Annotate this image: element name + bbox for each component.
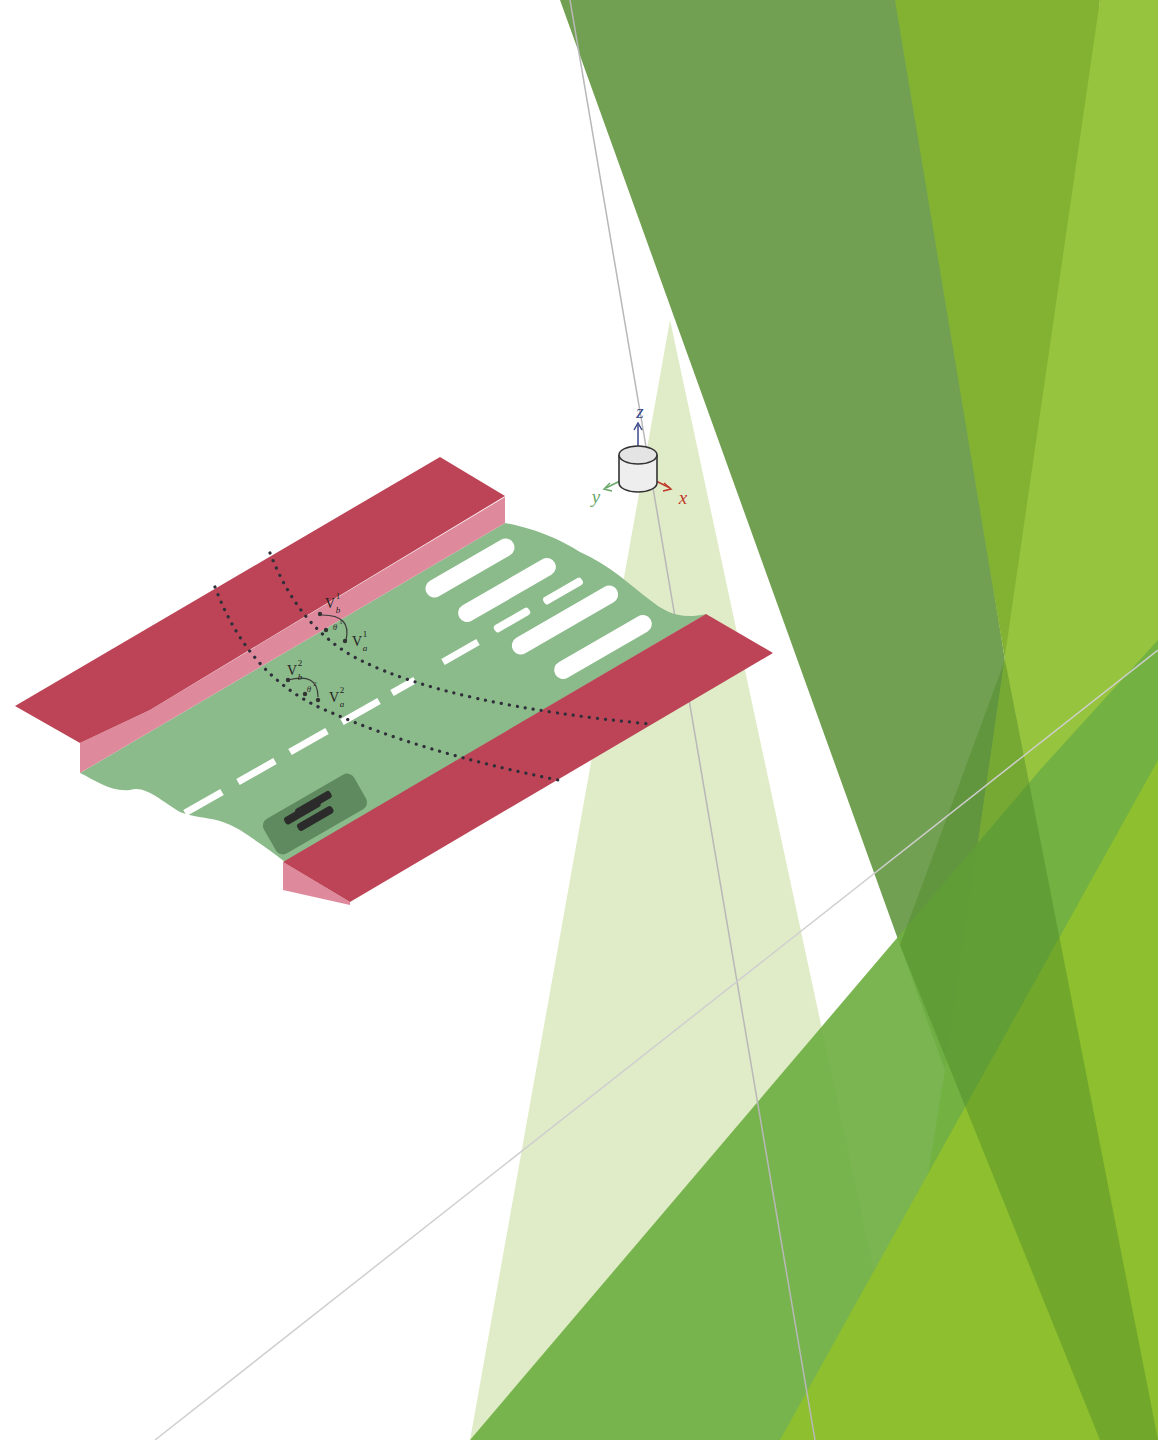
lidar-sensor bbox=[604, 423, 671, 492]
trajectory bbox=[215, 553, 650, 780]
axis-label: y bbox=[592, 487, 600, 506]
subscript: b bbox=[336, 606, 341, 615]
curb-top bbox=[15, 457, 505, 743]
vector-label: V bbox=[287, 664, 297, 678]
superscript: 2 bbox=[298, 659, 303, 668]
angle-label: θ bbox=[307, 685, 311, 694]
subscript: b bbox=[298, 673, 303, 682]
superscript: 1 bbox=[336, 592, 341, 601]
subscript: a bbox=[363, 644, 368, 653]
superscript: 2 bbox=[340, 686, 345, 695]
vector-label: V bbox=[352, 635, 362, 649]
angle-label: θ bbox=[333, 623, 337, 632]
axis-label: x bbox=[679, 488, 687, 507]
axis-label: z bbox=[636, 402, 643, 421]
vector-label: V bbox=[325, 597, 335, 611]
superscript: 1 bbox=[339, 619, 343, 626]
shadow-band bbox=[900, 660, 1158, 1440]
superscript: 2 bbox=[313, 681, 317, 688]
vector-label: V bbox=[329, 691, 339, 705]
subscript: a bbox=[340, 700, 345, 709]
angle-arc bbox=[288, 615, 347, 697]
vertex-dot bbox=[286, 612, 347, 702]
superscript: 1 bbox=[363, 630, 368, 639]
drain-grate bbox=[260, 771, 370, 858]
crosswalk bbox=[422, 535, 655, 682]
